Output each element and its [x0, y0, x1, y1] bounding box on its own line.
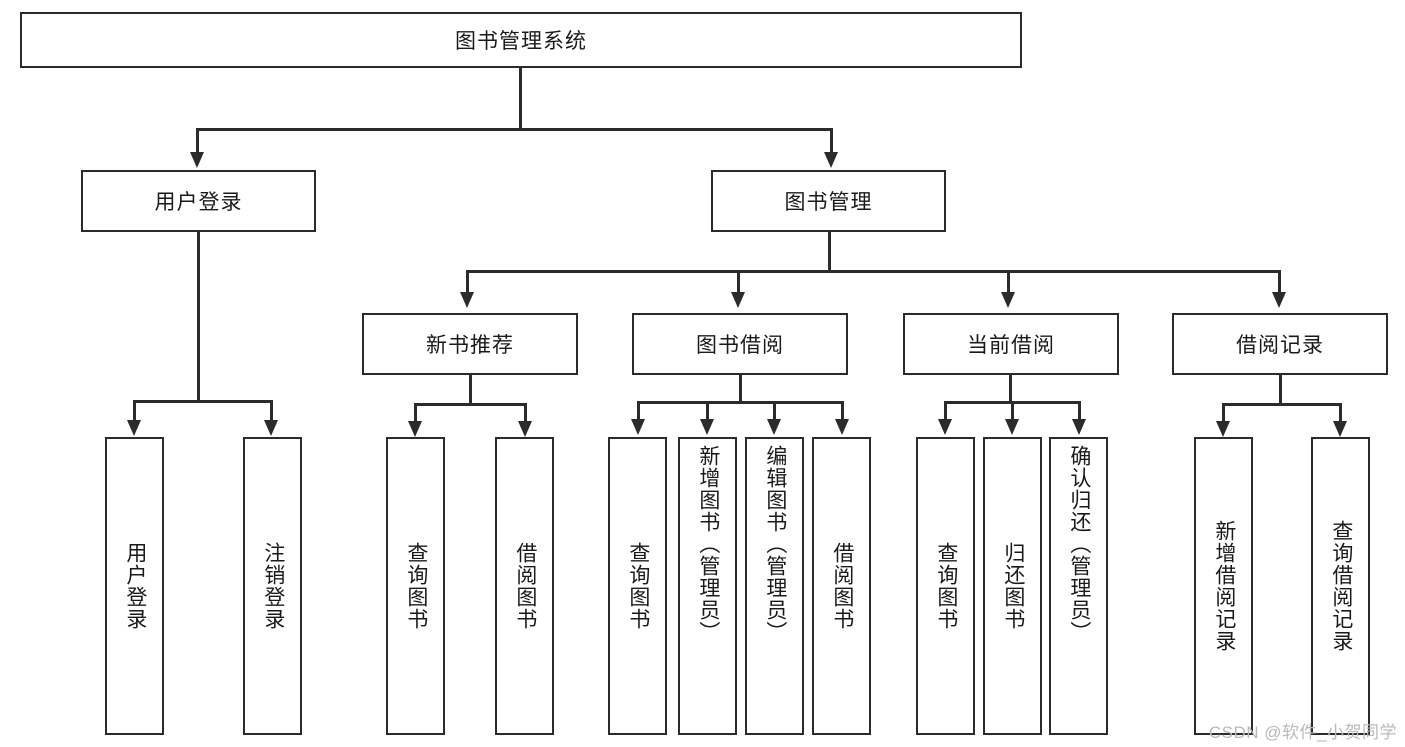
connector-user-login-stem: [197, 232, 200, 402]
arrow-book-borrow-leaf-3: [767, 419, 781, 435]
node-label: 当前借阅: [967, 334, 1055, 357]
node-label: 确认归还（管理员）: [1067, 445, 1091, 643]
node-book-management[interactable]: 图书管理: [711, 170, 946, 232]
connector-user-login-leaf-1: [133, 400, 136, 422]
connector-new-book-leaf-1: [414, 403, 417, 423]
leaf-new-book-query-book[interactable]: 查询图书: [386, 437, 445, 735]
node-label: 借阅记录: [1236, 334, 1324, 357]
arrow-borrow-record-leaf-1: [1216, 421, 1230, 437]
arrow-to-current-borrow: [1001, 292, 1015, 308]
connector-new-book-leaf-2: [524, 403, 527, 423]
node-label: 用户登录: [123, 542, 147, 630]
arrow-user-login-leaf-2: [264, 420, 278, 436]
node-label: 新书推荐: [426, 334, 514, 357]
arrow-new-book-leaf-2: [518, 421, 532, 437]
connector-new-book-leaf-bus: [414, 403, 526, 406]
connector-borrow-record-leaf-1: [1222, 403, 1225, 423]
connector-current-borrow-stem: [1009, 375, 1012, 403]
connector-book-borrow-stem: [739, 375, 742, 403]
leaf-current-borrow-confirm-return-admin[interactable]: 确认归还（管理员）: [1049, 437, 1108, 735]
node-new-book-recommend[interactable]: 新书推荐: [362, 313, 578, 375]
node-label: 编辑图书（管理员）: [763, 445, 787, 643]
connector-to-borrow-record: [1278, 270, 1281, 294]
node-book-borrow[interactable]: 图书借阅: [632, 313, 848, 375]
connector-new-book-stem: [469, 375, 472, 405]
node-label: 注销登录: [261, 542, 285, 630]
arrow-current-borrow-leaf-2: [1005, 419, 1019, 435]
leaf-user-login-login[interactable]: 用户登录: [105, 437, 164, 735]
node-label: 图书管理系统: [455, 30, 587, 53]
node-label: 借阅图书: [513, 542, 537, 630]
node-user-login[interactable]: 用户登录: [81, 170, 316, 232]
leaf-book-borrow-borrow-book[interactable]: 借阅图书: [812, 437, 871, 735]
arrow-to-user-login: [190, 152, 204, 168]
connector-to-new-book: [466, 270, 469, 294]
arrow-new-book-leaf-1: [408, 421, 422, 437]
connector-level1-bus: [196, 128, 832, 131]
connector-book-management-stem: [828, 232, 831, 272]
connector-user-login-leaf-bus: [133, 400, 272, 403]
node-label: 查询图书: [404, 542, 428, 630]
connector-current-borrow-leaf-2: [1011, 401, 1014, 421]
connector-root-stem: [519, 68, 522, 130]
leaf-book-borrow-add-book-admin[interactable]: 新增图书（管理员）: [678, 437, 737, 735]
node-root-book-management-system[interactable]: 图书管理系统: [20, 12, 1022, 68]
node-label: 图书管理: [784, 191, 873, 214]
arrow-user-login-leaf-1: [127, 420, 141, 436]
node-label: 查询图书: [934, 542, 958, 630]
leaf-current-borrow-query-book[interactable]: 查询图书: [916, 437, 975, 735]
leaf-borrow-record-query-record[interactable]: 查询借阅记录: [1311, 437, 1370, 735]
arrow-to-book-borrow: [731, 292, 745, 308]
node-label: 用户登录: [154, 191, 243, 214]
leaf-borrow-record-add-record[interactable]: 新增借阅记录: [1194, 437, 1253, 735]
arrow-book-borrow-leaf-4: [835, 419, 849, 435]
connector-book-borrow-leaf-3: [773, 401, 776, 421]
leaf-book-borrow-edit-book-admin[interactable]: 编辑图书（管理员）: [745, 437, 804, 735]
connector-to-book-management: [830, 128, 833, 154]
arrow-book-borrow-leaf-2: [700, 419, 714, 435]
connector-book-borrow-leaf-bus: [637, 401, 844, 404]
connector-book-borrow-leaf-1: [637, 401, 640, 421]
arrow-to-book-management: [824, 152, 838, 168]
arrow-borrow-record-leaf-2: [1333, 421, 1347, 437]
arrow-current-borrow-leaf-3: [1072, 419, 1086, 435]
arrow-to-new-book: [460, 292, 474, 308]
node-label: 新增图书（管理员）: [696, 445, 720, 643]
node-label: 查询图书: [626, 542, 650, 630]
arrow-current-borrow-leaf-1: [938, 419, 952, 435]
connector-borrow-record-stem: [1279, 375, 1282, 405]
node-label: 查询借阅记录: [1329, 520, 1353, 652]
node-borrow-record[interactable]: 借阅记录: [1172, 313, 1388, 375]
connector-to-current-borrow: [1007, 270, 1010, 294]
leaf-book-borrow-query-book[interactable]: 查询图书: [608, 437, 667, 735]
arrow-to-borrow-record: [1272, 292, 1286, 308]
arrow-book-borrow-leaf-1: [631, 419, 645, 435]
leaf-new-book-borrow-book[interactable]: 借阅图书: [495, 437, 554, 735]
connector-to-user-login: [196, 128, 199, 154]
node-label: 归还图书: [1001, 542, 1025, 630]
connector-current-borrow-leaf-3: [1078, 401, 1081, 421]
node-label: 借阅图书: [830, 542, 854, 630]
connector-book-borrow-leaf-2: [706, 401, 709, 421]
node-label: 图书借阅: [696, 334, 784, 357]
leaf-current-borrow-return-book[interactable]: 归还图书: [983, 437, 1042, 735]
connector-level2-bus: [466, 270, 1280, 273]
connector-borrow-record-leaf-2: [1339, 403, 1342, 423]
node-current-borrow[interactable]: 当前借阅: [903, 313, 1119, 375]
connector-current-borrow-leaf-1: [944, 401, 947, 421]
leaf-user-login-logout[interactable]: 注销登录: [243, 437, 302, 735]
connector-user-login-leaf-2: [270, 400, 273, 422]
connector-borrow-record-leaf-bus: [1222, 403, 1341, 406]
connector-to-book-borrow: [737, 270, 740, 294]
node-label: 新增借阅记录: [1212, 520, 1236, 652]
connector-book-borrow-leaf-4: [841, 401, 844, 421]
